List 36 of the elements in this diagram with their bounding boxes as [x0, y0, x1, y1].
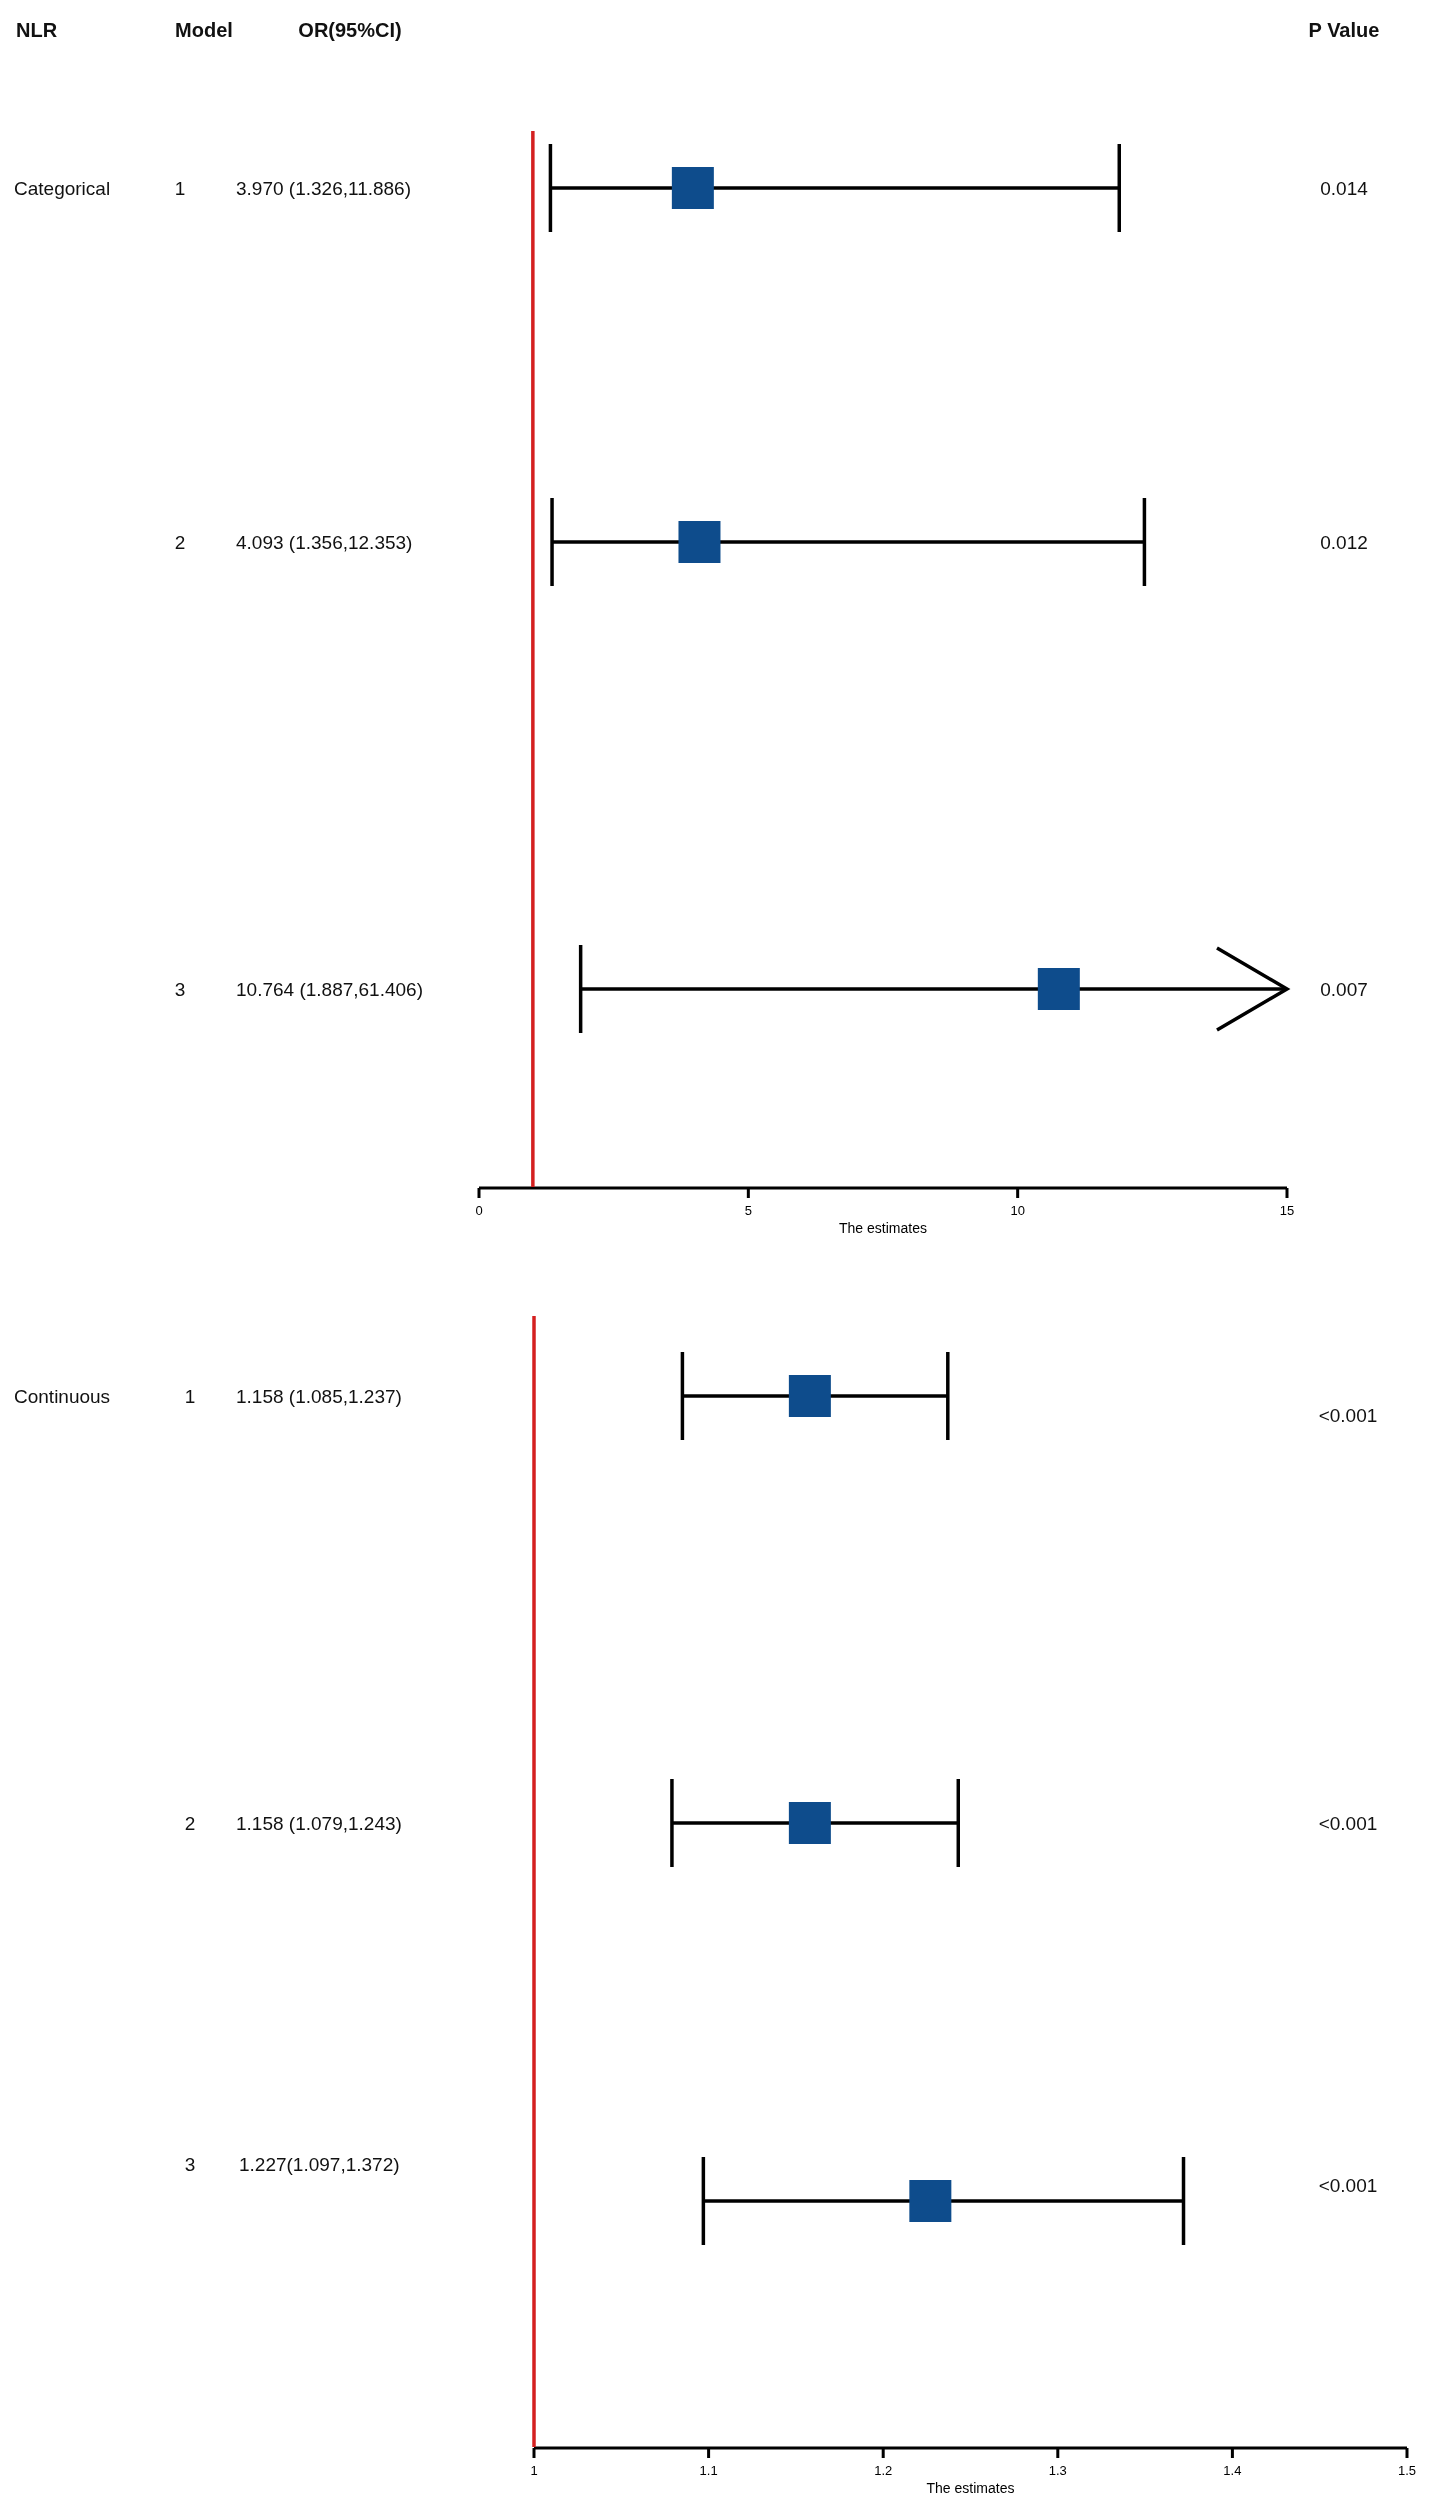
tick-label: 10 [1010, 1204, 1025, 1217]
tick-label: 1 [530, 2464, 538, 2477]
p-value: 0.012 [1320, 532, 1368, 552]
model-number: 1 [184, 1386, 196, 1406]
tick-label: 5 [744, 1204, 752, 1217]
group-label: Categorical [14, 178, 111, 198]
odds-ratio-text: 1.227(1.097,1.372) [239, 2154, 400, 2174]
tick-label: 15 [1279, 1204, 1295, 1217]
model-number: 3 [174, 979, 186, 999]
p-value: <0.001 [1318, 1405, 1378, 1425]
model-number: 1 [174, 178, 186, 198]
column-header: NLR [16, 20, 58, 40]
group-label: Continuous [14, 1386, 111, 1406]
odds-ratio-text: 1.158 (1.079,1.243) [236, 1813, 402, 1833]
tick-label: 1.5 [1397, 2464, 1417, 2477]
column-header: P Value [1308, 20, 1380, 40]
axis-title: The estimates [926, 2481, 1015, 2495]
odds-ratio-text: 4.093 (1.356,12.353) [236, 532, 413, 552]
column-header: Model [175, 20, 233, 40]
p-value: 0.014 [1320, 178, 1368, 198]
tick-label: 0 [475, 1204, 483, 1217]
tick-label: 1.1 [699, 2464, 718, 2477]
p-value: <0.001 [1318, 1813, 1378, 1833]
odds-ratio-text: 3.970 (1.326,11.886) [236, 178, 411, 198]
p-value: <0.001 [1318, 2175, 1378, 2195]
odds-ratio-text: 10.764 (1.887,61.406) [236, 979, 423, 999]
column-header: OR(95%CI) [298, 20, 402, 40]
p-value: 0.007 [1320, 979, 1368, 999]
model-number: 2 [174, 532, 186, 552]
axis-title: The estimates [839, 1221, 927, 1235]
model-number: 3 [184, 2154, 196, 2174]
tick-label: 1.4 [1223, 2464, 1242, 2477]
tick-label: 1.2 [874, 2464, 893, 2477]
tick-label: 1.3 [1048, 2464, 1067, 2477]
odds-ratio-text: 1.158 (1.085,1.237) [236, 1386, 402, 1406]
model-number: 2 [184, 1813, 196, 1833]
